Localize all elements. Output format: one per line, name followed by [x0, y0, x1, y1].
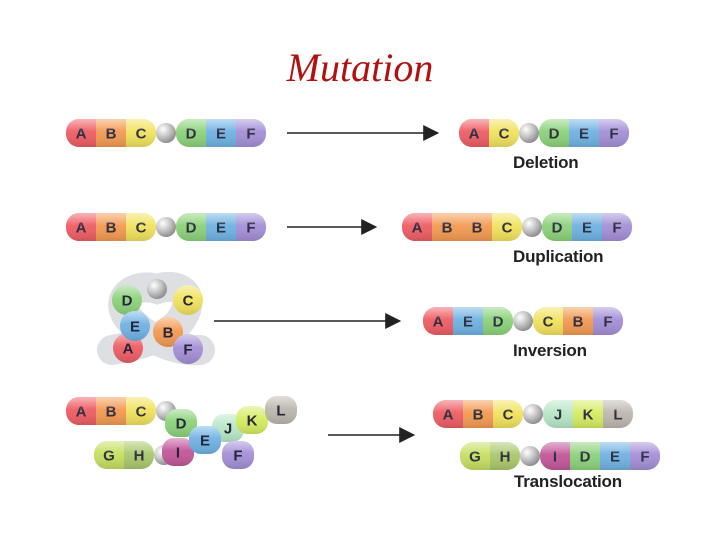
duplication-label: Duplication [513, 247, 604, 266]
deletion-after-chromosome: AC DEF [459, 119, 629, 147]
gene-label-e: E [200, 433, 210, 450]
gene-label-i: I [176, 445, 180, 462]
gene-l: L [265, 396, 297, 424]
chromosome-arm: GH [94, 441, 154, 469]
chromosome-arm: IDEF [540, 442, 660, 470]
inversion-label: Inversion [513, 341, 587, 360]
chromosome-arm: GH [460, 442, 520, 470]
gene-label-f: F [233, 448, 242, 465]
gene-label-a: A [123, 341, 134, 358]
page-title: Mutation [286, 45, 434, 90]
gene-label-b: B [163, 325, 174, 342]
gene-f: F [173, 334, 203, 364]
gene-label-f: F [183, 342, 192, 359]
centromere [147, 279, 167, 299]
translocation-after-top-chromosome: ABC JKL [433, 400, 633, 428]
gene-label-c: C [183, 293, 194, 310]
centromere [522, 217, 542, 237]
centromere [513, 311, 533, 331]
chromosome-arm: ABBC [402, 213, 522, 241]
gene-label-l: L [276, 403, 285, 420]
centromere [520, 446, 540, 466]
translocation-label: Translocation [514, 472, 622, 491]
duplication-after-chromosome: ABBC DEF [402, 213, 632, 241]
gene-label-j: J [224, 421, 232, 438]
deletion-label: Deletion [513, 153, 579, 172]
translocation-before-bottom-chromosome: GH [94, 441, 174, 469]
gene-e: E [189, 426, 221, 454]
chromosome-arm: DEF [176, 119, 266, 147]
chromosome-arm: DEF [539, 119, 629, 147]
chromosome-arm: ABC [66, 213, 156, 241]
inversion-after-chromosome: AED CBF [423, 307, 623, 335]
centromere [156, 217, 176, 237]
gene-c: C [173, 285, 203, 315]
deletion-before-chromosome: ABC DEF [66, 119, 266, 147]
gene-d: D [165, 409, 197, 437]
chromosome-arm: CBF [533, 307, 623, 335]
chromosome-arm: ABC [433, 400, 523, 428]
chromosome-arm: DEF [542, 213, 632, 241]
centromere [519, 123, 539, 143]
gene-d: D [112, 285, 142, 315]
gene-label-d: D [176, 416, 187, 433]
chromosome-arm: AED [423, 307, 513, 335]
gene-label-e: E [130, 319, 140, 336]
gene-k: K [236, 406, 268, 434]
gene-i: I [162, 438, 194, 466]
chromosome-arm: ABC [66, 397, 156, 425]
chromosome-arm: ABC [66, 119, 156, 147]
duplication-before-chromosome: ABC DEF [66, 213, 266, 241]
centromere [156, 123, 176, 143]
translocation-after-bottom-chromosome: GH IDEF [460, 442, 660, 470]
gene-label-k: K [247, 413, 258, 430]
gene-label-d: D [122, 293, 133, 310]
chromosome-arm: AC [459, 119, 519, 147]
gene-b: B [153, 317, 183, 347]
centromere [523, 404, 543, 424]
chromosome-arm: JKL [543, 400, 633, 428]
translocation-before-top-chromosome: ABC [66, 397, 176, 425]
inversion-loop-chromosome: A BC DE F [97, 271, 215, 366]
chromosome-arm: DEF [176, 213, 266, 241]
gene-e: E [120, 311, 150, 341]
gene-f: F [222, 441, 254, 469]
